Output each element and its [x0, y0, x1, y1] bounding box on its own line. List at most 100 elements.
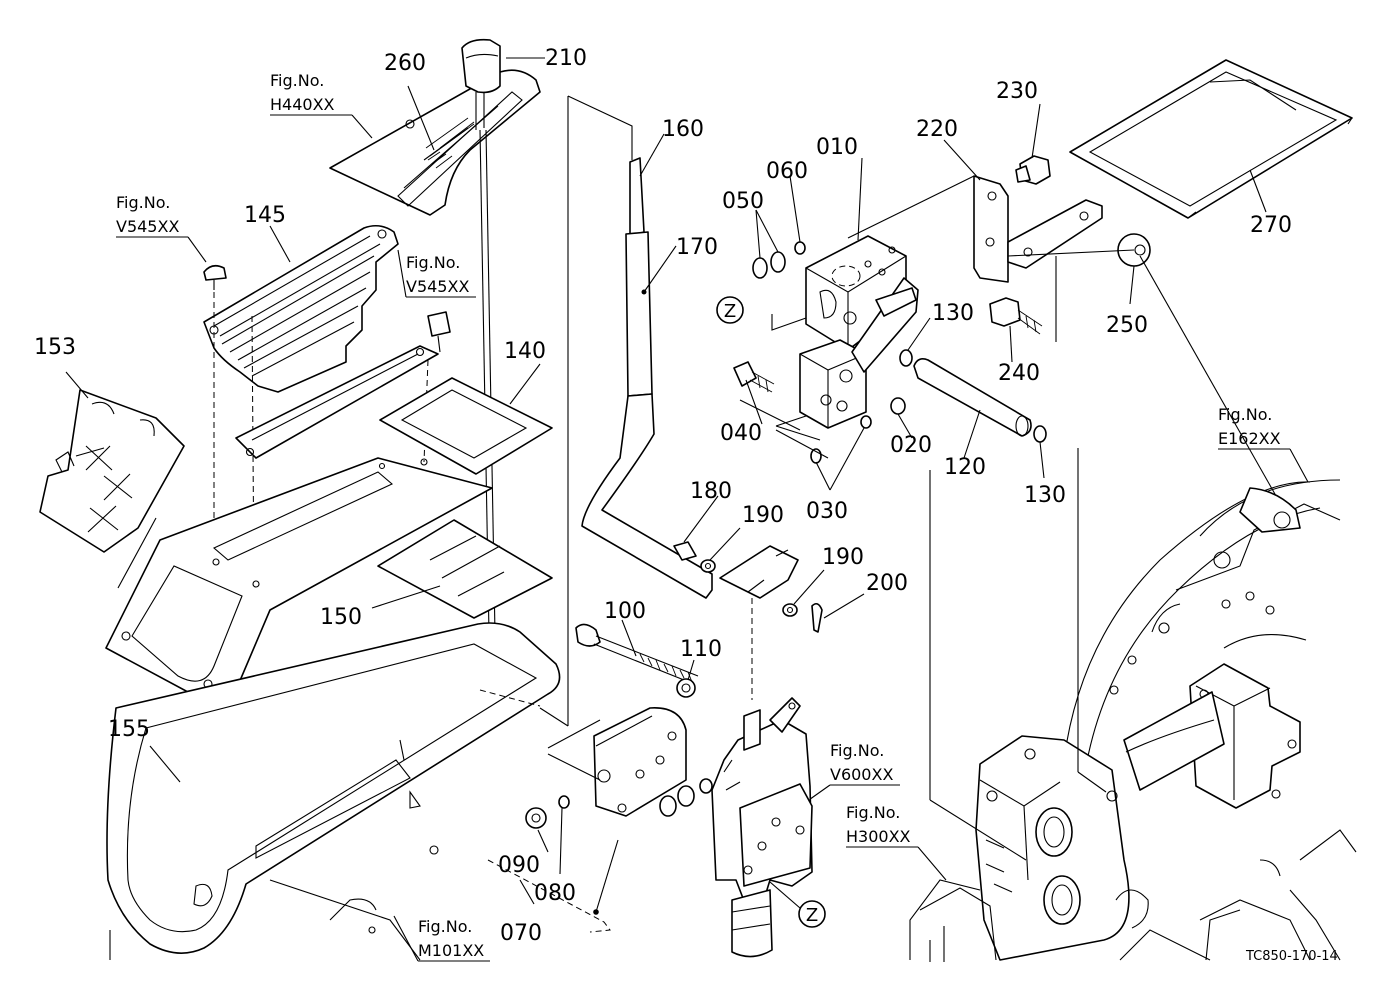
assembly-leader-lines	[479, 96, 1107, 861]
part-label-270[interactable]: 270	[1250, 213, 1292, 238]
part-label-145[interactable]: 145	[244, 203, 286, 228]
seal-strip	[235, 345, 439, 459]
guide-plate-h440	[329, 69, 541, 216]
part-label-070[interactable]: 070	[500, 921, 542, 946]
spacer-plate-070[interactable]	[593, 707, 687, 817]
transmission-base	[909, 859, 1281, 962]
fig-ref-code: H440XX	[270, 95, 335, 114]
cotter-pin-200[interactable]	[811, 602, 823, 633]
part-label-180[interactable]: 180	[690, 479, 732, 504]
transmission-front-block	[975, 735, 1149, 961]
part-label-190-a[interactable]: 190	[742, 503, 784, 528]
oring-030-b[interactable]	[860, 415, 872, 429]
frame-155[interactable]	[106, 622, 561, 954]
fig-ref-code: V545XX	[406, 277, 469, 296]
section-marker-z-bottom[interactable]: Z	[798, 900, 826, 928]
oring-050-a[interactable]	[752, 257, 768, 279]
part-label-080[interactable]: 080	[534, 881, 576, 906]
fig-ref-label: Fig.No.	[116, 193, 170, 212]
pin-180[interactable]	[673, 541, 697, 561]
washer-190b[interactable]	[782, 603, 798, 617]
base-housing-outline	[109, 845, 439, 961]
part-label-155[interactable]: 155	[108, 717, 150, 742]
part-label-100[interactable]: 100	[604, 599, 646, 624]
part-label-040[interactable]: 040	[720, 421, 762, 446]
manual-270[interactable]	[1069, 59, 1353, 219]
fig-ref-h440[interactable]: Fig.No. H440XX	[270, 71, 373, 139]
bracket-220[interactable]	[973, 175, 1009, 283]
oring-130-b[interactable]	[1033, 425, 1047, 443]
part-label-153[interactable]: 153	[34, 335, 76, 360]
outline-070-box	[487, 719, 619, 933]
fig-ref-e162[interactable]: Fig.No. E162XX	[1218, 405, 1309, 483]
rubber-boot-145[interactable]	[203, 224, 399, 393]
part-label-240[interactable]: 240	[998, 361, 1040, 386]
part-label-190-b[interactable]: 190	[822, 545, 864, 570]
washer-190a[interactable]	[700, 559, 716, 573]
link-bracket	[719, 545, 799, 599]
fig-ref-label: Fig.No.	[830, 741, 884, 760]
part-label-010[interactable]: 010	[816, 135, 858, 160]
part-label-110[interactable]: 110	[680, 637, 722, 662]
adapter-block[interactable]	[799, 277, 919, 429]
oring-130-a[interactable]	[899, 349, 913, 367]
oring-080[interactable]	[558, 795, 570, 809]
drawing-code: TC850-170-14	[1245, 949, 1338, 964]
fitting-230[interactable]	[1015, 155, 1051, 185]
fig-ref-m101[interactable]: Fig.No. M101XX	[393, 915, 490, 962]
orings-valve-side	[659, 778, 713, 817]
oring-020[interactable]	[890, 397, 906, 415]
transmission-housing	[1063, 479, 1357, 961]
part-label-220[interactable]: 220	[916, 117, 958, 142]
part-label-140[interactable]: 140	[504, 339, 546, 364]
part-label-170[interactable]: 170	[676, 235, 718, 260]
leaders-right-group	[847, 175, 1285, 511]
fig-ref-v545-mid[interactable]: Fig.No. V545XX	[397, 249, 476, 298]
part-label-150[interactable]: 150	[320, 605, 362, 630]
part-label-020[interactable]: 020	[890, 433, 932, 458]
section-marker-z-top[interactable]: Z	[716, 296, 744, 324]
bolt-100[interactable]	[575, 623, 699, 685]
callout-leaders	[65, 57, 1267, 905]
part-label-130-b[interactable]: 130	[1024, 483, 1066, 508]
fig-ref-label: Fig.No.	[418, 917, 472, 936]
fig-ref-code: H300XX	[846, 827, 911, 846]
fig-ref-v600[interactable]: Fig.No. V600XX	[805, 741, 900, 803]
part-label-260[interactable]: 260	[384, 51, 426, 76]
part-label-050[interactable]: 050	[722, 189, 764, 214]
fig-ref-code: V545XX	[116, 217, 179, 236]
part-label-160[interactable]: 160	[662, 117, 704, 142]
fig-ref-label: Fig.No.	[1218, 405, 1272, 424]
oring-050-b[interactable]	[770, 251, 786, 273]
part-label-130-a[interactable]: 130	[932, 301, 974, 326]
part-label-090[interactable]: 090	[498, 853, 540, 878]
lever-160[interactable]	[567, 95, 713, 599]
control-valve-v600[interactable]	[711, 697, 813, 958]
part-label-120[interactable]: 120	[944, 455, 986, 480]
fitting-240[interactable]	[989, 297, 1043, 335]
part-number-labels: 210 260 145 153 140 150 155 160 170 180 …	[34, 46, 1292, 946]
sheet-150[interactable]	[377, 519, 553, 619]
plug-090[interactable]	[525, 807, 547, 829]
part-label-230[interactable]: 230	[996, 79, 1038, 104]
fig-ref-label: Fig.No.	[270, 71, 324, 90]
part-label-060[interactable]: 060	[766, 159, 808, 184]
part-label-250[interactable]: 250	[1106, 313, 1148, 338]
fig-ref-h300[interactable]: Fig.No. H300XX	[846, 803, 947, 881]
fig-ref-label: Fig.No.	[406, 253, 460, 272]
part-label-200[interactable]: 200	[866, 571, 908, 596]
pipe-120[interactable]	[913, 358, 1032, 437]
lever-knob-210[interactable]	[461, 38, 501, 130]
washer-110[interactable]	[676, 678, 696, 698]
cover-153[interactable]	[39, 389, 185, 553]
fig-ref-label: Fig.No.	[846, 803, 900, 822]
oring-060[interactable]	[794, 241, 806, 255]
part-label-210[interactable]: 210	[545, 46, 587, 71]
part-label-030[interactable]: 030	[806, 499, 848, 524]
bracket-side	[1007, 199, 1103, 269]
seal-140[interactable]	[379, 377, 553, 475]
fig-ref-v545-left[interactable]: Fig.No. V545XX	[116, 193, 207, 263]
bolt-040[interactable]	[733, 361, 775, 393]
valve-leader-z2	[769, 881, 801, 909]
